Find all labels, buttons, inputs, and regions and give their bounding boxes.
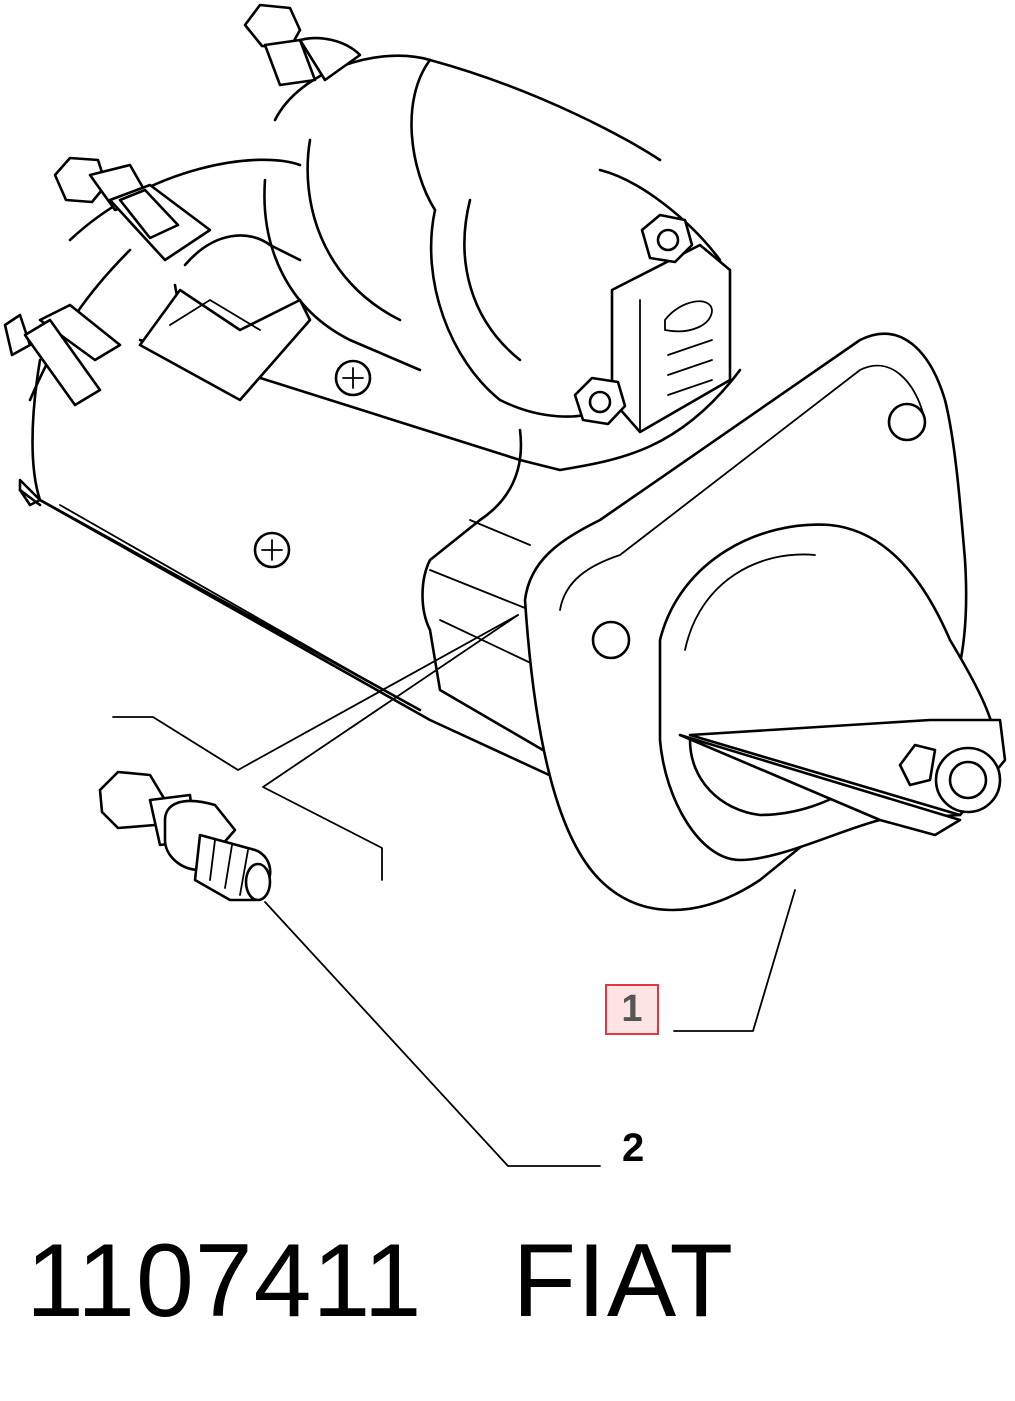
callout-label-2[interactable]: 2 xyxy=(622,1126,645,1170)
part-number: 1107411 xyxy=(26,1223,423,1339)
callout-number-1: 1 xyxy=(621,988,643,1030)
leader-lines xyxy=(112,614,796,1167)
starter-motor-body xyxy=(18,158,742,782)
leader-line-2 xyxy=(264,901,601,1167)
solenoid xyxy=(3,3,732,434)
bolt-part-2 xyxy=(98,770,272,902)
callout-label-1[interactable]: 1 xyxy=(605,984,659,1035)
leader-line-group-left xyxy=(112,614,519,771)
part-footer: 1107411 FIAT xyxy=(26,1222,734,1341)
drive-end-flange xyxy=(523,332,1007,912)
leader-line-1 xyxy=(673,889,796,1032)
brand-name: FIAT xyxy=(512,1223,735,1339)
